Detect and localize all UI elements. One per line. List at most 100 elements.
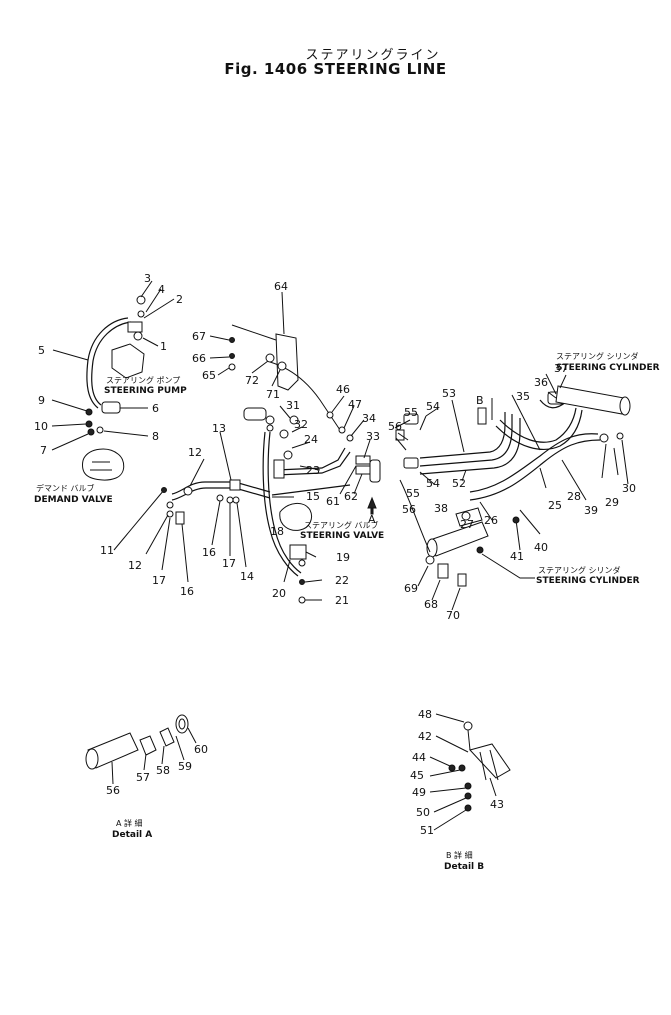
steering-cylinder-bottom-label: STEERING CYLINDER [536,576,640,586]
callout-12-bottom: 12 [128,559,142,572]
callout-61: 61 [326,495,340,508]
callout-11: 11 [100,544,114,557]
callout-62: 62 [344,490,358,503]
callout-26: 26 [484,514,498,527]
callout-42: 42 [418,730,432,743]
callout-54-bottom: 54 [426,477,440,490]
main-pressure-line [166,407,351,577]
callout-39: 39 [584,504,598,517]
callout-47: 47 [348,398,362,411]
callout-70: 70 [446,609,460,622]
callout-24: 24 [304,433,318,446]
steering-cylinder-bottom [399,479,535,611]
steering-cylinder-top-label-jp: ステアリング シリンダ [556,351,639,361]
callout-22: 22 [335,574,349,587]
callout-40: 40 [534,541,548,554]
callout-68: 68 [424,598,438,611]
callout-6: 6 [152,402,159,415]
detail-b-caption: Detail B [444,862,484,872]
callout-16-left: 16 [180,585,194,598]
callout-51: 51 [420,824,434,837]
callout-45: 45 [410,769,424,782]
callout-15: 15 [306,490,320,503]
callout-25: 25 [548,499,562,512]
callout-58: 58 [156,764,170,777]
callout-21: 21 [335,594,349,607]
steering-cylinder-top [555,374,631,416]
figure-title-japanese: ステアリングライン [305,48,441,63]
callout-59: 59 [178,760,192,773]
callout-36: 36 [534,376,548,389]
bracket-assembly [209,291,341,431]
fitting-11 [161,487,167,493]
detail-b-drawing [429,713,511,831]
callout-3: 3 [144,272,151,285]
demand-valve-label: DEMAND VALVE [34,495,113,505]
steering-cylinder-top-label: STEERING CYLINDER [556,363,660,373]
callout-29: 29 [605,496,619,509]
callout-1: 1 [160,340,167,353]
callout-35: 35 [516,390,530,403]
callout-27: 27 [460,518,474,531]
callout-32: 32 [294,418,308,431]
callout-55-bottom: 55 [406,487,420,500]
detail-captions: A 詳 細 Detail A B 詳 細 Detail B [112,818,484,872]
callout-56-bottom: 56 [402,503,416,516]
callout-17-left: 17 [152,574,166,587]
callout-38: 38 [434,502,448,515]
callout-23: 23 [306,464,320,477]
callout-4: 4 [158,283,165,296]
callout-9: 9 [38,394,45,407]
demand-valve [82,448,125,481]
callout-13: 13 [212,422,226,435]
callout-48: 48 [418,708,432,721]
callout-55-top: 55 [404,406,418,419]
callout-43: 43 [490,798,504,811]
callout-30: 30 [622,482,636,495]
callout-18: 18 [270,525,284,538]
callout-46: 46 [336,383,350,396]
callout-20: 20 [272,587,286,600]
callout-56-top: 56 [388,420,402,433]
detail-b-caption-jp: B 詳 細 [446,850,473,860]
callout-52: 52 [452,477,466,490]
callout-66: 66 [192,352,206,365]
callout-34: 34 [362,412,376,425]
callout-12-top: 12 [188,446,202,459]
callout-41: 41 [510,550,524,563]
valve-fittings [273,395,381,515]
callout-8: 8 [152,430,159,443]
steering-pump-assembly [85,295,146,436]
steering-cylinder-bottom-label-jp: ステアリング シリンダ [538,565,621,575]
main-line-leaders [145,496,294,583]
callout-44: 44 [412,751,426,764]
callout-69: 69 [404,582,418,595]
pump-leader-lines [51,280,175,451]
callout-53: 53 [442,387,456,400]
callout-7: 7 [40,444,47,457]
callout-37: 37 [554,362,568,375]
component-labels: ステアリング ポンプ STEERING PUMP デマンド バルブ DEMAND… [34,351,660,586]
callout-10: 10 [34,420,48,433]
callout-50: 50 [416,806,430,819]
steering-pump-label: STEERING PUMP [104,386,187,396]
callout-72: 72 [245,374,259,387]
callout-14: 14 [240,570,254,583]
detail-a-drawing [85,714,197,785]
figure-title: Fig. 1406 STEERING LINE [224,60,447,78]
callout-49: 49 [412,786,426,799]
leader-11 [113,489,165,551]
callout-57: 57 [136,771,150,784]
demand-valve-label-jp: デマンド バルブ [36,483,95,493]
callout-60: 60 [194,743,208,756]
callout-65: 65 [202,369,216,382]
cylinder-tubes [394,373,629,551]
callout-54-top: 54 [426,400,440,413]
steering-valve-label: STEERING VALVE [300,531,384,541]
steering-valve [279,503,323,604]
view-marker-a: A [368,513,376,526]
callout-71: 71 [266,388,280,401]
callout-67: 67 [192,330,206,343]
steering-pump-label-jp: ステアリング ポンプ [106,375,180,385]
